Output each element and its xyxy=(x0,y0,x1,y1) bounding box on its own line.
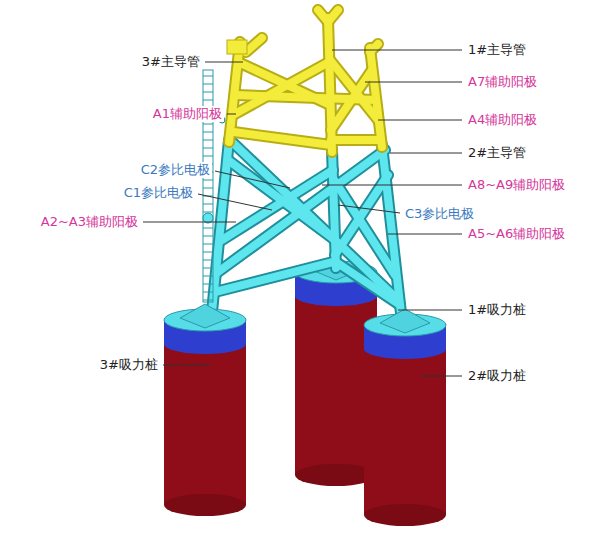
callout-label: A1辅助阳极 xyxy=(151,106,224,122)
callout-label: C1参比电极 xyxy=(122,185,195,201)
callout-label: 1#吸力桩 xyxy=(466,302,528,318)
callout-label: 2#吸力桩 xyxy=(466,368,528,384)
callout-label: A5~A6辅助阳极 xyxy=(466,226,567,242)
callout-label: 1#主导管 xyxy=(466,42,528,58)
suction-pile xyxy=(364,309,446,526)
callout-label: 3#吸力桩 xyxy=(98,357,160,373)
callout-label: C2参比电极 xyxy=(139,162,212,178)
callout-label: A8~A9辅助阳极 xyxy=(466,177,567,193)
callout-label: A2~A3辅助阳极 xyxy=(39,214,140,230)
callout-label: 2#主导管 xyxy=(466,145,528,161)
jacket-frame xyxy=(203,10,402,322)
callout-label: A4辅助阳极 xyxy=(466,112,539,128)
callout-label: A7辅助阳极 xyxy=(466,74,539,90)
suction-pile xyxy=(164,304,246,516)
callout-label: 3#主导管 xyxy=(140,54,202,70)
callout-label: C3参比电极 xyxy=(403,206,476,222)
